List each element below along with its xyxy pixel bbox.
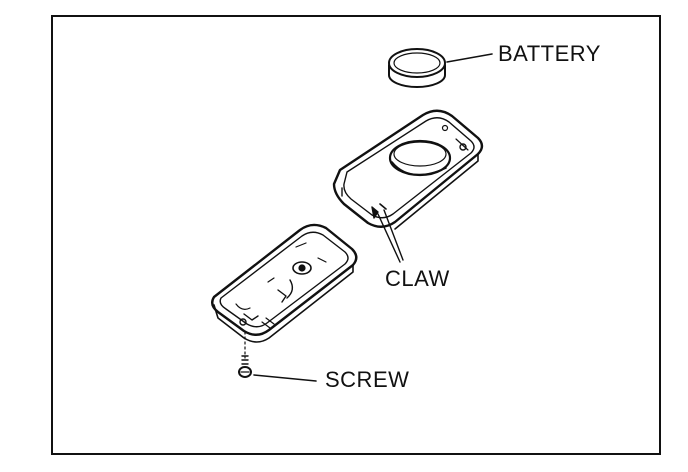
claw-label: CLAW — [385, 266, 450, 291]
upper-case-half — [332, 109, 484, 230]
diagram-frame — [51, 15, 661, 455]
lower-case-half — [211, 223, 358, 343]
battery-label: BATTERY — [498, 41, 601, 66]
screw — [238, 331, 252, 378]
battery-cell — [388, 48, 446, 88]
screw-label: SCREW — [325, 367, 410, 392]
battery-leader-line — [446, 53, 493, 63]
claw-leader-lines — [377, 209, 404, 263]
screw-leader-line — [253, 374, 317, 382]
